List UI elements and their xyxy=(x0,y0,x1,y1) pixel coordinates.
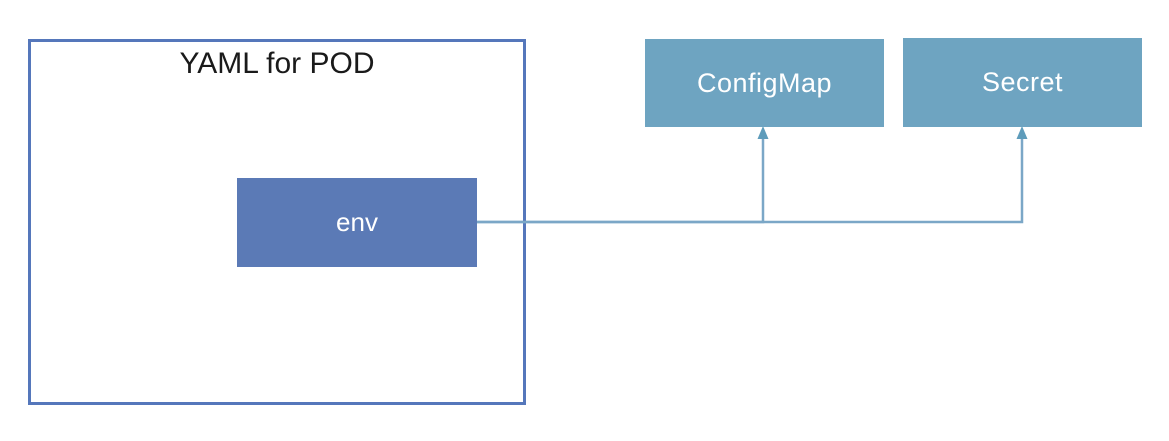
arrowhead-secret-icon xyxy=(1016,126,1028,139)
pod-title: YAML for POD xyxy=(179,47,375,80)
node-secret-label: Secret xyxy=(981,67,1064,97)
edge-env-secret xyxy=(477,134,1024,224)
node-env-label: env xyxy=(336,207,378,237)
node-configmap-label: ConfigMap xyxy=(696,67,833,98)
node-configmap: ConfigMap xyxy=(645,39,884,127)
node-secret: Secret xyxy=(903,38,1142,127)
node-env: env xyxy=(237,178,477,267)
arrowhead-configmap-icon xyxy=(757,126,769,139)
